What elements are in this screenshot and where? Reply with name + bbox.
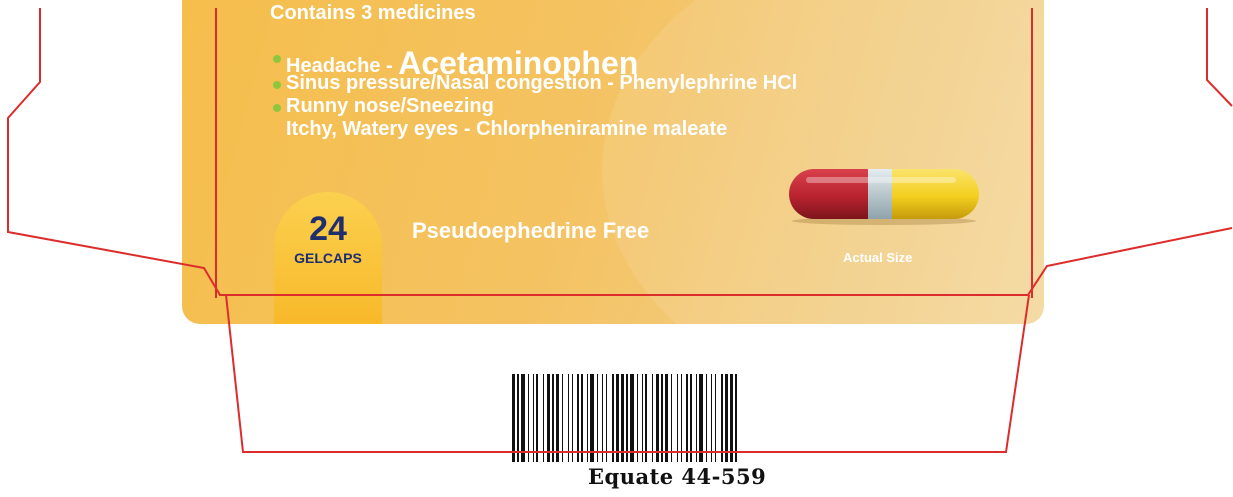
capsule-icon (789, 169, 979, 225)
bullet-icon (273, 81, 281, 89)
ingredient-line-itchy-eyes: Itchy, Watery eyes - Chlorpheniramine ma… (286, 118, 728, 140)
bullet-icon (273, 104, 281, 112)
barcode-icon (512, 374, 737, 462)
pseudoephedrine-free-claim: Pseudoephedrine Free (412, 218, 650, 243)
ingredient-line-sinus: Sinus pressure/Nasal congestion - Phenyl… (286, 72, 798, 94)
ingredient-line-headache: Headache - Acetaminophen (286, 45, 638, 82)
count-unit: GELCAPS (294, 250, 362, 266)
contains-heading: Contains 3 medicines (270, 2, 476, 24)
ingredient-name: Acetaminophen (398, 45, 639, 81)
symptom-label: Headache - (286, 55, 399, 77)
count-number: 24 (309, 210, 347, 248)
bullet-icon (273, 55, 281, 63)
ingredient-line-runny-nose: Runny nose/Sneezing (286, 95, 494, 117)
count-badge: 24 GELCAPS (274, 192, 382, 324)
actual-size-label: Actual Size (843, 250, 913, 265)
product-code: Equate 44-559 (588, 464, 767, 489)
